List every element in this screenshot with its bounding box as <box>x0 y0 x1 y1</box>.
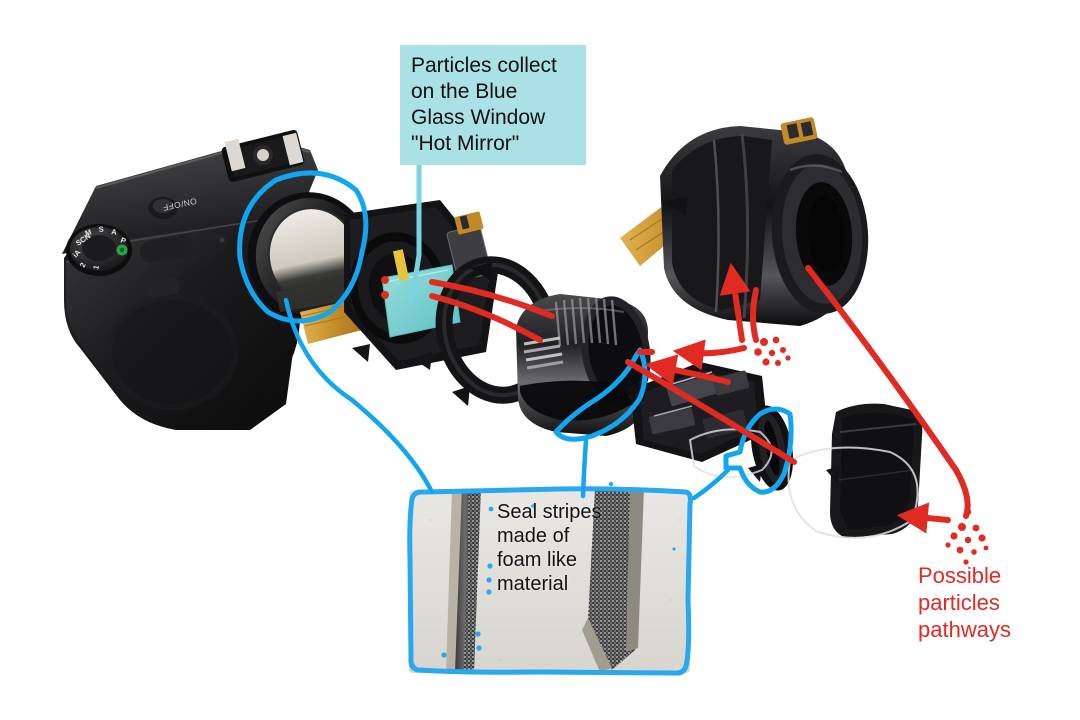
particle-pathway-arrows <box>429 262 971 534</box>
inset-particle-dots <box>441 481 676 658</box>
camera-control-buttons[interactable] <box>138 234 227 299</box>
svg-text:S: S <box>98 225 104 234</box>
svg-text:M: M <box>84 227 93 237</box>
svg-text:P: P <box>119 236 127 246</box>
seal-stripes-caption: Seal stripes made of foam like material <box>497 501 602 595</box>
hot-mirror-callout-box: Particles collect on the Blue Glass Wind… <box>400 45 586 165</box>
hot-shoe <box>221 129 305 183</box>
camera-grip <box>106 294 238 410</box>
red-particle-dots <box>381 56 989 565</box>
possible-particles-pathways-label: Possible particles pathways <box>918 563 1011 642</box>
mode-dial[interactable]: M S A P SCN iA 2 1 <box>66 224 132 276</box>
svg-text:2: 2 <box>78 261 88 269</box>
shutter-button[interactable] <box>148 197 178 219</box>
barrel-cover <box>787 403 923 539</box>
barrel-knurl <box>554 297 618 347</box>
inset-frame-outline <box>407 486 693 676</box>
svg-text:A: A <box>111 227 118 237</box>
seal-stripe-macro-inset <box>407 481 693 676</box>
camera-body: M S A P SCN iA 2 1 ON/OFF <box>62 129 373 430</box>
lens-mount-opening <box>247 192 373 324</box>
hot-mirror-callout-leader <box>409 161 422 303</box>
blue-annotation-overlays <box>237 170 794 501</box>
svg-text:1: 1 <box>91 264 101 270</box>
front-lens-unit <box>620 117 869 326</box>
lens-top-connector <box>780 117 818 145</box>
shutter-iris-unit <box>624 362 768 462</box>
hot-mirror-sensor-module <box>344 200 498 370</box>
